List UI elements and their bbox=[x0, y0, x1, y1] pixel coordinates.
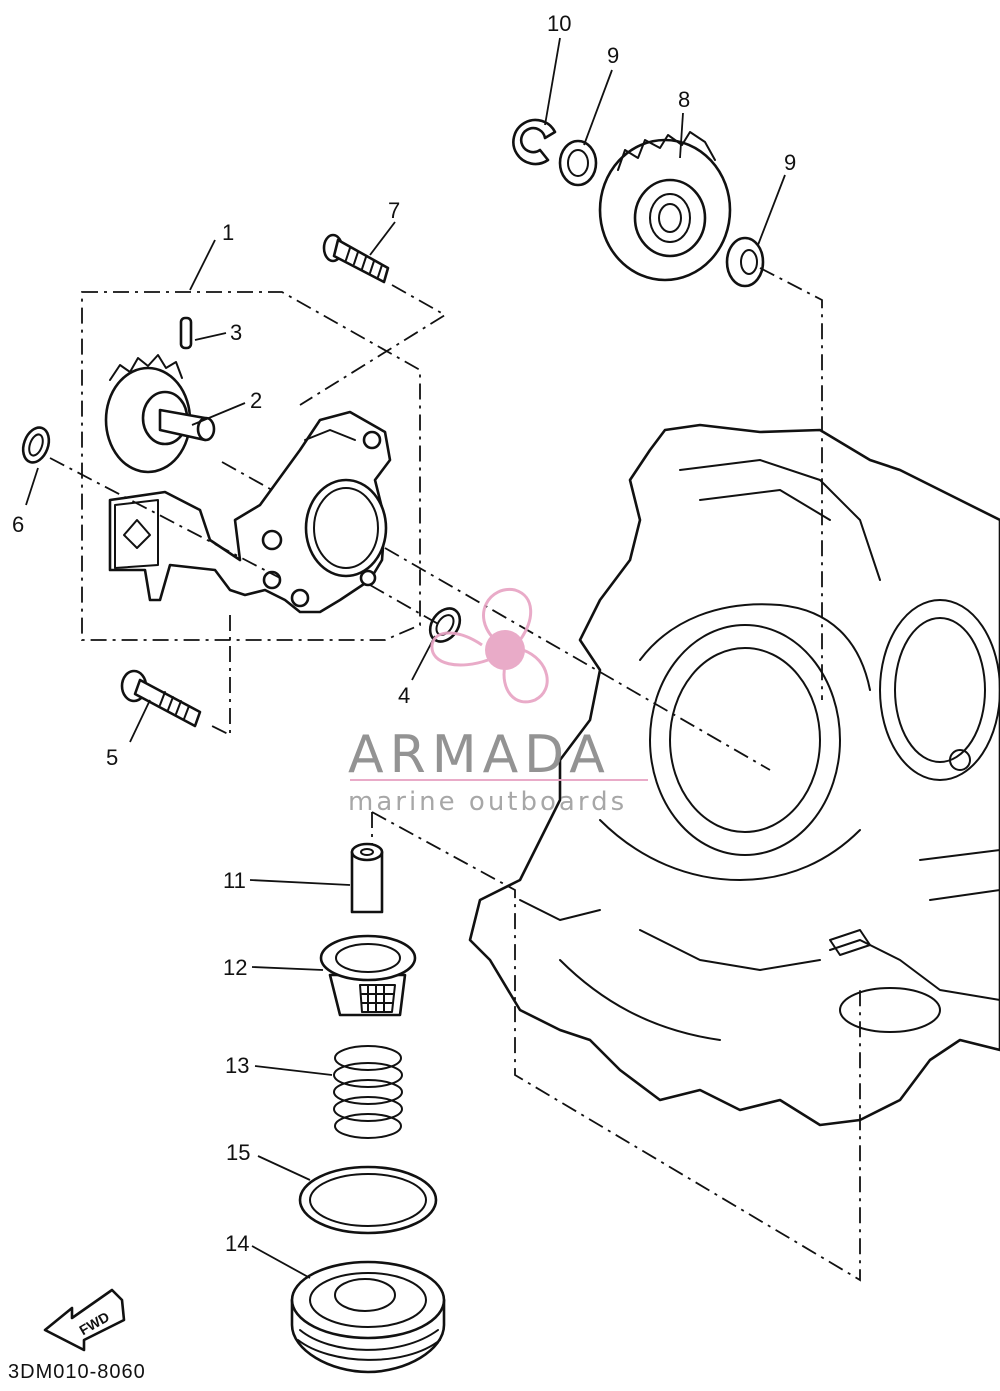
pump-assembly-boundary bbox=[81, 291, 421, 641]
diagram-code: 3DM010-8060 bbox=[8, 1361, 146, 1383]
watermark-propeller-icon bbox=[430, 588, 549, 704]
drain-plug-14 bbox=[290, 1260, 446, 1374]
callout-labels: 1 2 3 4 5 6 7 8 9 9 10 11 12 13 14 15 bbox=[12, 11, 796, 1256]
alignment-lines bbox=[49, 267, 861, 1282]
callout-13: 13 bbox=[225, 1053, 249, 1078]
forward-direction-arrow: FWD bbox=[43, 1288, 126, 1352]
pipe-11 bbox=[350, 842, 384, 914]
watermark: ARMADA marine outboards bbox=[348, 588, 648, 817]
callout-12: 12 bbox=[223, 955, 247, 980]
callout-3: 3 bbox=[230, 320, 242, 345]
leader-lines bbox=[25, 37, 786, 1279]
bolt-7 bbox=[322, 233, 390, 284]
washer-9-lower bbox=[725, 236, 765, 288]
callout-14: 14 bbox=[225, 1231, 249, 1256]
callout-4: 4 bbox=[398, 683, 410, 708]
spring-13 bbox=[333, 1045, 403, 1140]
crankcase-housing bbox=[468, 423, 1000, 1127]
pin-3 bbox=[179, 316, 193, 350]
watermark-title: ARMADA bbox=[348, 725, 611, 785]
callout-1: 1 bbox=[222, 220, 234, 245]
callout-9-upper: 9 bbox=[607, 43, 619, 68]
washer-9-upper bbox=[558, 139, 598, 187]
o-ring-6 bbox=[21, 426, 51, 464]
callout-6: 6 bbox=[12, 512, 24, 537]
bolt-5 bbox=[120, 669, 202, 728]
gasket-15 bbox=[298, 1165, 438, 1235]
callout-7: 7 bbox=[388, 198, 400, 223]
callout-15: 15 bbox=[226, 1140, 250, 1165]
o-ring-4 bbox=[428, 607, 462, 643]
circlip-10 bbox=[512, 118, 557, 166]
callout-8: 8 bbox=[678, 87, 690, 112]
callout-9-lower: 9 bbox=[784, 150, 796, 175]
watermark-subtitle: marine outboards bbox=[348, 787, 627, 817]
callout-10: 10 bbox=[547, 11, 571, 36]
callout-11: 11 bbox=[223, 868, 246, 893]
callout-5: 5 bbox=[106, 745, 118, 770]
driven-gear-8 bbox=[598, 131, 732, 282]
callout-2: 2 bbox=[250, 388, 262, 413]
oil-pump-body-1 bbox=[108, 410, 392, 614]
gear-shaft-2 bbox=[104, 354, 216, 474]
strainer-12 bbox=[319, 934, 417, 1017]
